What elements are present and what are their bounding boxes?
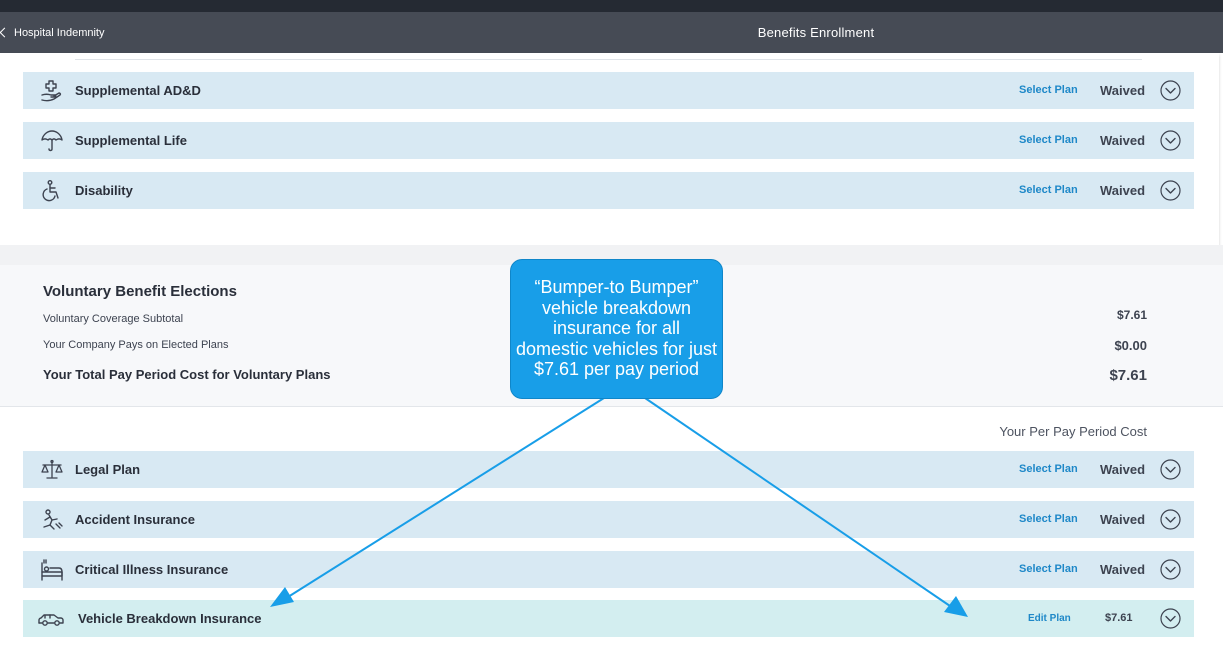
edit-plan-link[interactable]: Edit Plan	[1028, 613, 1071, 624]
divider	[75, 59, 1142, 60]
chevron-down-circle-icon[interactable]	[1160, 459, 1181, 480]
select-plan-link[interactable]: Select Plan	[1019, 134, 1078, 146]
chevron-down-circle-icon[interactable]	[1160, 80, 1181, 101]
plan-row-supplemental-life: Supplemental Life Select Plan Waived	[23, 122, 1194, 159]
plan-status: Waived	[1100, 562, 1146, 577]
plan-row-legal: Legal Plan Select Plan Waived	[23, 451, 1194, 488]
plan-label: Disability	[75, 183, 133, 198]
car-icon	[38, 614, 64, 626]
plan-row-accident: Accident Insurance Select Plan Waived	[23, 501, 1194, 538]
subtotal-label: Voluntary Coverage Subtotal	[43, 313, 184, 325]
plan-label: Accident Insurance	[75, 512, 195, 527]
back-link[interactable]: Hospital Indemnity	[0, 12, 105, 53]
plan-status: Waived	[1100, 462, 1146, 477]
back-link-label: Hospital Indemnity	[14, 26, 105, 39]
total-cost-label: Your Total Pay Period Cost for Voluntary…	[43, 367, 331, 382]
summary-title: Voluntary Benefit Elections	[43, 283, 237, 300]
first-aid-hand-icon	[41, 80, 62, 102]
chevron-down-circle-icon[interactable]	[1160, 608, 1181, 629]
wheelchair-icon	[42, 180, 59, 202]
top-nav-bar: Hospital Indemnity Benefits Enrollment	[0, 12, 1223, 53]
plan-status: Waived	[1100, 83, 1146, 98]
company-pays-value: $0.00	[1114, 338, 1147, 353]
plan-row-disability: Disability Select Plan Waived	[23, 172, 1194, 209]
select-plan-link[interactable]: Select Plan	[1019, 513, 1078, 525]
select-plan-link[interactable]: Select Plan	[1019, 184, 1078, 196]
company-pays-label: Your Company Pays on Elected Plans	[43, 339, 229, 351]
hospital-bed-icon	[41, 559, 63, 581]
plan-label: Supplemental Life	[75, 133, 187, 148]
chevron-down-circle-icon[interactable]	[1160, 509, 1181, 530]
per-pay-period-header: Your Per Pay Period Cost	[999, 424, 1147, 439]
chevron-down-circle-icon[interactable]	[1160, 559, 1181, 580]
umbrella-icon	[41, 130, 63, 152]
plan-label: Legal Plan	[75, 462, 141, 477]
chevron-down-circle-icon[interactable]	[1160, 130, 1181, 151]
subtotal-value: $7.61	[1116, 308, 1147, 322]
plan-status: Waived	[1100, 183, 1146, 198]
window-top-strip	[0, 0, 1223, 12]
section-gap	[0, 245, 1223, 265]
scales-icon	[41, 459, 63, 479]
select-plan-link[interactable]: Select Plan	[1019, 563, 1078, 575]
chevron-down-circle-icon[interactable]	[1160, 180, 1181, 201]
select-plan-link[interactable]: Select Plan	[1019, 84, 1078, 96]
plan-label: Supplemental AD&D	[75, 83, 201, 98]
plan-row-critical-illness: Critical Illness Insurance Select Plan W…	[23, 551, 1194, 588]
plan-row-vehicle-breakdown: Vehicle Breakdown Insurance Edit Plan $7…	[23, 600, 1194, 637]
plan-status: Waived	[1100, 133, 1146, 148]
plan-label: Vehicle Breakdown Insurance	[78, 611, 262, 626]
page-title: Benefits Enrollment	[757, 25, 875, 40]
annotation-callout: “Bumper-to Bumper” vehicle breakdown ins…	[510, 259, 723, 399]
plan-row-supplemental-add: Supplemental AD&D Select Plan Waived	[23, 72, 1194, 109]
plan-label: Critical Illness Insurance	[75, 562, 229, 577]
total-cost-value: $7.61	[1109, 367, 1147, 384]
select-plan-link[interactable]: Select Plan	[1019, 463, 1078, 475]
plan-status: Waived	[1100, 512, 1146, 527]
plan-cost: $7.61	[1105, 612, 1133, 624]
falling-person-icon	[43, 509, 63, 530]
